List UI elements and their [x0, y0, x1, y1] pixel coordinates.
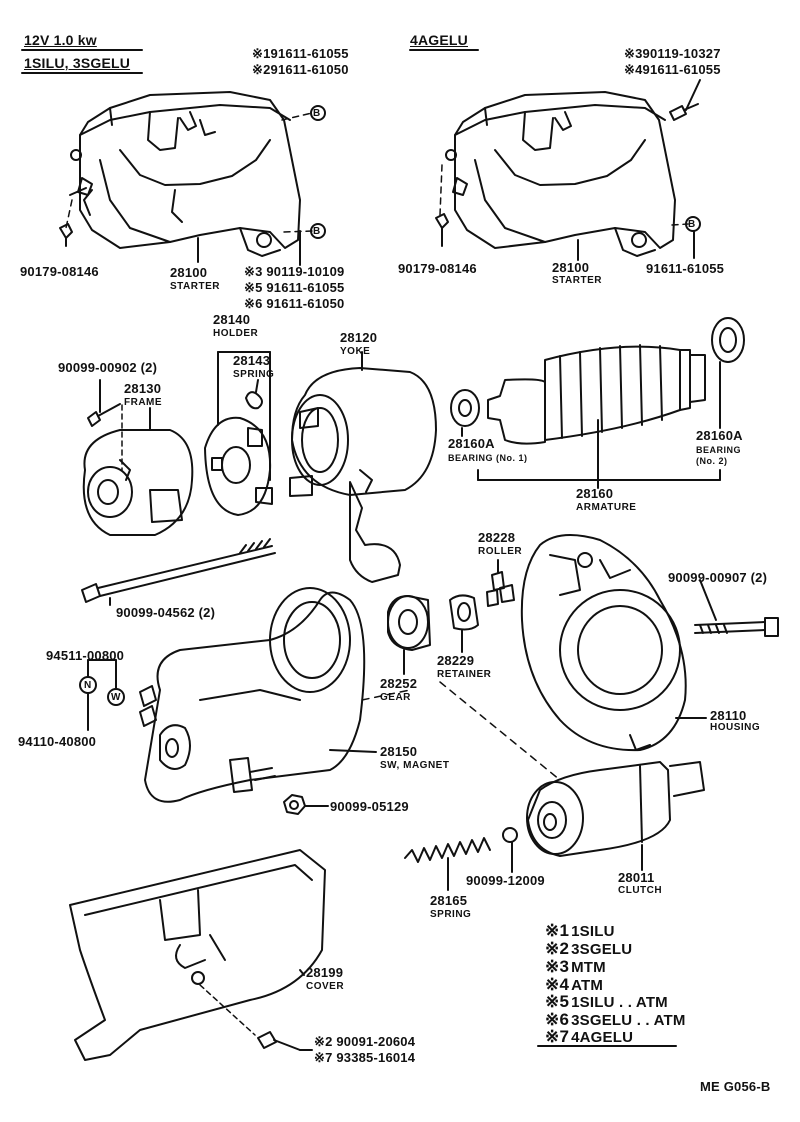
armature-part-number: 28160 [576, 486, 614, 501]
starter-assembly-right-drawing [445, 91, 676, 257]
right-starter-part-number: 28100 [552, 260, 590, 275]
retainer-name: RETAINER [437, 669, 492, 680]
yoke-part-number: 28120 [340, 330, 378, 345]
marker-b-left-top: B [313, 108, 321, 119]
magnet-switch-part-number: 28150 [380, 744, 418, 759]
cover-bolt-part-2: ※7 93385-16014 [314, 1050, 416, 1065]
housing-name: HOUSING [710, 722, 761, 733]
legend-text: 1SILU . . ATM [571, 994, 668, 1011]
legend-text: 3SGELU . . ATM [571, 1012, 686, 1029]
yoke-name: YOKE [340, 346, 371, 357]
yoke-drawing [289, 367, 437, 583]
legend-mark: ※3 [545, 957, 570, 976]
housing-drawing [520, 534, 687, 752]
spring-small-name: SPRING [233, 369, 275, 380]
starter-assembly-left-drawing [69, 91, 301, 257]
right-bolt-part-2: ※491611-61055 [624, 62, 721, 77]
legend-text: MTM [571, 959, 606, 976]
armature-name: ARMATURE [576, 502, 637, 513]
nut-part: 90099-05129 [330, 799, 409, 814]
marker-n: N [84, 680, 92, 691]
engine-variant-right-title: 4AGELU [410, 32, 468, 48]
legend-text: ATM [571, 977, 604, 994]
right-starter-name: STARTER [552, 275, 602, 286]
roller-name: ROLLER [478, 546, 523, 557]
legend-mark: ※4 [545, 975, 570, 994]
armature-drawing [450, 344, 706, 445]
washer-part-1: 94511-00800 [46, 648, 125, 663]
left-starter-part-number: 28100 [170, 265, 208, 280]
spring-part-number: 28165 [430, 893, 468, 908]
washer-part-2: 94110-40800 [18, 734, 97, 749]
marker-b-left-bottom: B [313, 226, 321, 237]
magnet-switch-drawing [139, 587, 366, 803]
ball-part: 90099-12009 [466, 873, 545, 888]
holder-part-number: 28140 [213, 312, 251, 327]
clutch-name: CLUTCH [618, 885, 663, 896]
marker-w: W [111, 692, 121, 703]
bearing-1-name: BEARING (No. 1) [448, 453, 528, 463]
holder-drawing [204, 416, 273, 516]
frame-drawing [82, 429, 194, 536]
roller-part-number: 28228 [478, 530, 516, 545]
cover-part-number: 28199 [306, 965, 344, 980]
legend-mark: ※5 [545, 992, 570, 1011]
housing-bolt-part: 90099-00907 (2) [668, 570, 768, 585]
spring-drawing [404, 837, 491, 863]
legend-mark: ※1 [545, 921, 570, 940]
engine-spec-title: 12V 1.0 kw [24, 32, 97, 48]
left-screw-part: 90179-08146 [20, 264, 99, 279]
marker-b-right: B [688, 219, 696, 230]
cover-name: COVER [306, 981, 345, 992]
bearing-2-part-number: 28160A [696, 428, 743, 443]
frame-name: FRAME [124, 397, 163, 408]
frame-bolt-part: 90099-00902 (2) [58, 360, 158, 375]
legend-text: 3SGELU [571, 941, 633, 958]
engine-variants-title: 1SILU, 3SGELU [24, 55, 131, 71]
legend-mark: ※7 [545, 1027, 570, 1046]
retainer-part-number: 28229 [437, 653, 475, 668]
bearing-1-part-number: 28160A [448, 436, 495, 451]
frame-part-number: 28130 [124, 381, 162, 396]
bearing-2-name: BEARING [696, 445, 742, 455]
legend-text: 4AGELU [571, 1029, 634, 1046]
right-bolt-part-1: ※390119-10327 [624, 46, 721, 61]
right-screw-part: 90179-08146 [398, 261, 477, 276]
spring-small-part-number: 28143 [233, 353, 271, 368]
cover-bolt-part-1: ※2 90091-20604 [314, 1034, 416, 1049]
left-bolt-part-1: ※191611-61055 [252, 46, 349, 61]
legend-mark: ※6 [545, 1010, 570, 1029]
clutch-drawing [526, 761, 705, 857]
left-bolt-bottom-3: ※6 91611-61050 [244, 296, 345, 311]
left-bolt-bottom-1: ※3 90119-10109 [244, 264, 345, 279]
left-bolt-bottom-2: ※5 91611-61055 [244, 280, 345, 295]
bearing-2-name-2: (No. 2) [696, 456, 728, 466]
clutch-part-number: 28011 [618, 870, 655, 885]
gear-part-number: 28252 [380, 676, 418, 691]
left-starter-name: STARTER [170, 281, 220, 292]
right-bolt-bottom: 91611-61055 [646, 261, 725, 276]
left-bolt-part-2: ※291611-61050 [252, 62, 349, 77]
housing-part-number: 28110 [710, 708, 747, 723]
cover-drawing [69, 849, 326, 1061]
legend-mark: ※2 [545, 939, 570, 958]
holder-name: HOLDER [213, 328, 259, 339]
gear-name: GEAR [380, 692, 411, 703]
long-bolt-part: 90099-04562 (2) [116, 605, 216, 620]
magnet-switch-name: SW, MAGNET [380, 760, 450, 771]
spring-name: SPRING [430, 909, 472, 920]
legend-text: 1SILU [571, 923, 615, 940]
drawing-code: ME G056-B [700, 1079, 771, 1094]
